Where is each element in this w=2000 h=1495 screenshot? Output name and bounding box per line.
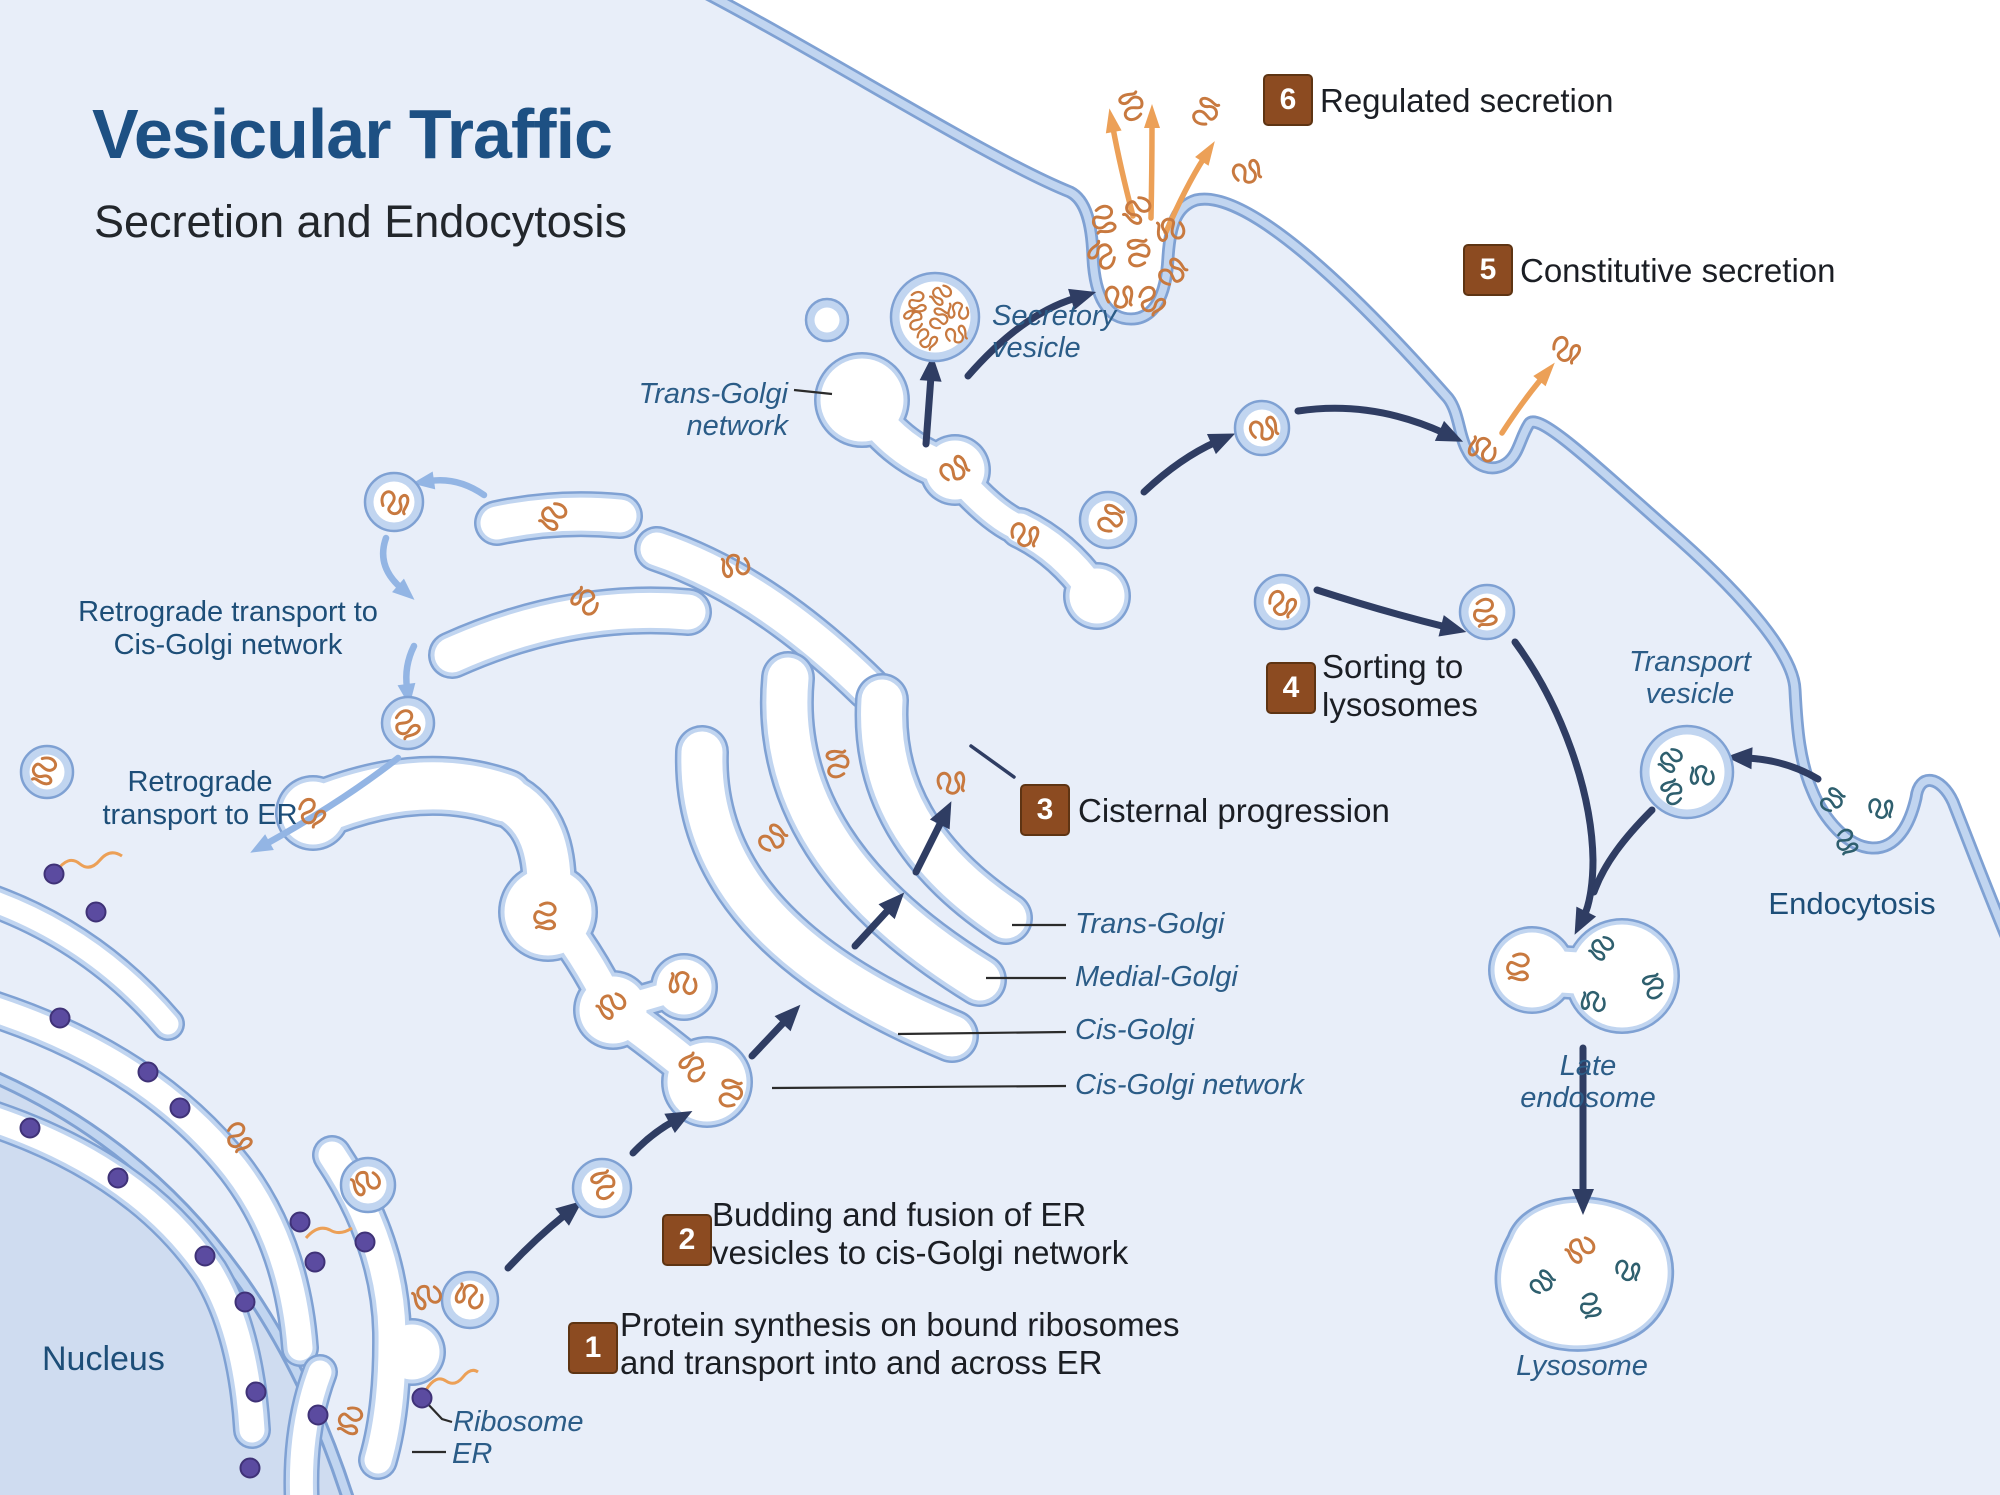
er-band xyxy=(283,1354,338,1495)
retrograde-vesicle xyxy=(19,744,75,800)
ribosome-label: Ribosome xyxy=(453,1406,584,1438)
step-2-badge: 2 xyxy=(662,1214,712,1266)
leader-lines xyxy=(412,388,1067,1454)
protein-squiggle-icon xyxy=(755,820,791,857)
step-3-label: Cisternal progression xyxy=(1078,792,1390,829)
step-5-badge: 5 xyxy=(1463,244,1513,296)
ribosome-dot-icon xyxy=(19,1117,41,1139)
er-label: ER xyxy=(452,1438,493,1470)
ribosome-dot-icon xyxy=(169,1097,191,1119)
mrna-thread-icon xyxy=(54,851,123,873)
golgi-cisterna xyxy=(474,491,643,546)
ribosome-dot-icon xyxy=(307,1404,329,1426)
trans-golgi-network xyxy=(814,352,1131,630)
lysosome-label: Lysosome xyxy=(1516,1350,1648,1382)
budding-vesicle xyxy=(804,297,850,343)
ribosome-dot-icon xyxy=(245,1381,267,1403)
cis-golgi-cisterna xyxy=(674,725,979,1063)
ribosome-dot-icon xyxy=(194,1245,216,1267)
cis-golgi-network-label: Cis-Golgi network xyxy=(1075,1069,1304,1101)
page-subtitle: Secretion and Endocytosis xyxy=(94,196,627,247)
ribosome-dot-icon xyxy=(49,1007,71,1029)
protein-squiggle-icon xyxy=(336,1405,364,1437)
medial-golgi-label: Medial-Golgi xyxy=(1075,961,1238,993)
step-1-badge: 1 xyxy=(568,1322,618,1374)
golgi-cisterna xyxy=(428,586,712,679)
protein-squiggle-icon xyxy=(408,1278,446,1315)
mrna-thread-icon xyxy=(304,1226,353,1240)
trans-golgi-cisterna xyxy=(854,673,1033,945)
er-band xyxy=(0,991,319,1367)
protein-squiggle-icon xyxy=(934,766,969,798)
transport-vesicle xyxy=(1639,724,1735,820)
ribosome-dot-icon xyxy=(107,1167,129,1189)
mrna-thread-icon xyxy=(424,1368,479,1391)
trans-golgi-label: Trans-Golgi xyxy=(1075,908,1225,940)
step-6-badge: 6 xyxy=(1263,74,1313,126)
plasma-membrane xyxy=(718,0,2000,922)
step-3-badge: 3 xyxy=(1020,784,1070,836)
cis-golgi-label: Cis-Golgi xyxy=(1075,1014,1195,1046)
golgi-cisterna xyxy=(634,526,891,711)
extracellular-space xyxy=(704,0,2000,939)
medial-golgi-cisterna xyxy=(759,651,1007,1007)
step-4-badge: 4 xyxy=(1266,662,1316,714)
nucleus-label: Nucleus xyxy=(42,1340,165,1378)
lysosome xyxy=(1494,1196,1675,1352)
cis-golgi-network xyxy=(275,755,753,1128)
endocytosis-label: Endocytosis xyxy=(1768,886,1936,921)
er-band xyxy=(0,885,185,1041)
ribosome-dot-icon xyxy=(234,1291,256,1313)
step-6-label: Regulated secretion xyxy=(1320,82,1614,119)
ribosome-dot-icon xyxy=(43,863,65,885)
ribosome-dot-icon xyxy=(137,1061,159,1083)
transport-arrows xyxy=(250,104,1822,1272)
step-5-label: Constitutive secretion xyxy=(1520,252,1836,289)
ribosome-dot-icon xyxy=(354,1231,376,1253)
page-title: Vesicular Traffic xyxy=(92,95,613,173)
ribosome-dot-icon xyxy=(304,1251,326,1273)
ribosome-dot-icon xyxy=(239,1457,261,1479)
ribosome-dot-icon xyxy=(85,901,107,923)
protein-squiggle-icon xyxy=(821,745,854,781)
ribosome-dot-icon xyxy=(411,1387,433,1409)
ribosome-dot-icon xyxy=(289,1211,311,1233)
